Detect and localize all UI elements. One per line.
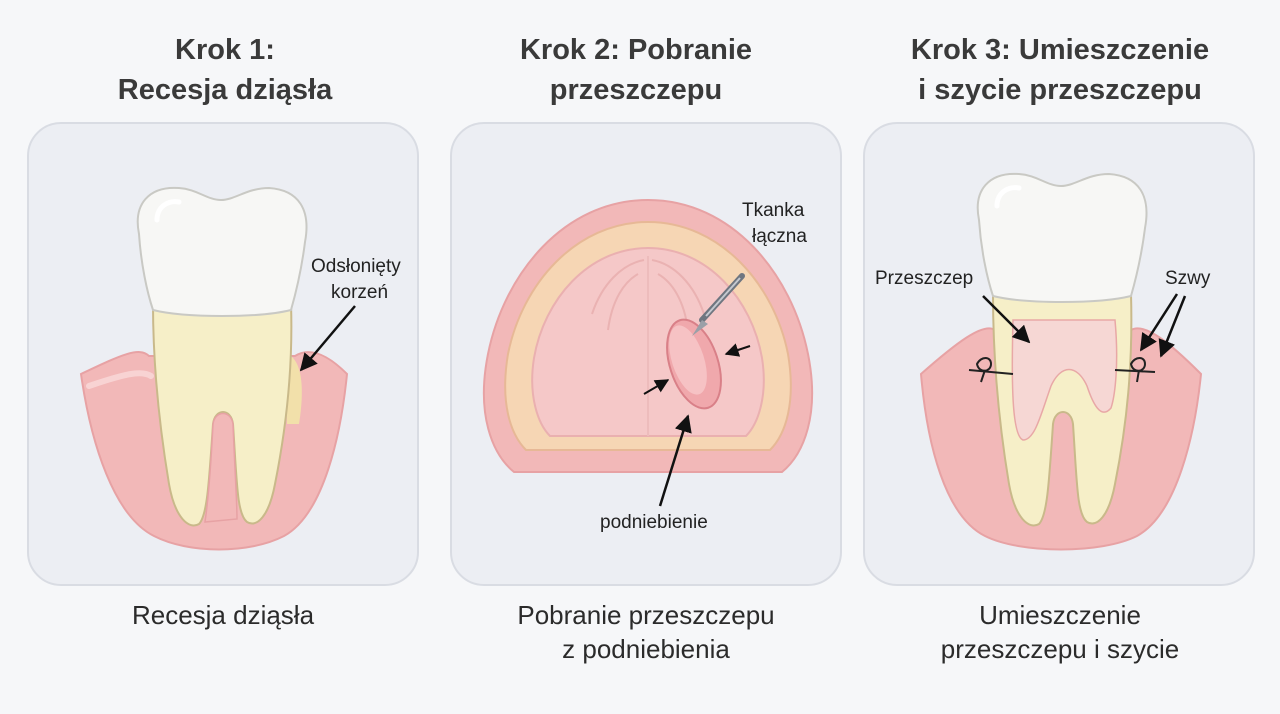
step-3-title: Krok 3: Umieszczenie i szycie przeszczep… (860, 30, 1260, 110)
tissue-label-line1: Tkanka (742, 200, 805, 221)
tooth-crown (976, 172, 1148, 303)
sutures-label: Szwy (1165, 268, 1211, 289)
step-1-panel: Odsłonięty korzeń (27, 122, 419, 586)
tooth-root (151, 303, 293, 527)
step-2-caption: Pobranie przeszczepu z podniebienia (436, 598, 856, 666)
palatal-rugae (591, 256, 705, 436)
step-3-panel: Przeszczep Szwy (863, 122, 1255, 586)
graft-arrow (982, 295, 1031, 344)
step-2-caption-line1: Pobranie przeszczepu (517, 600, 775, 630)
step-1-caption-line1: Recesja dziąsła (131, 600, 315, 630)
sutures-arrow-2 (1158, 295, 1187, 358)
suture-left (968, 357, 1014, 383)
exposed-root-label-line1: Odsłonięty (311, 256, 401, 277)
scalpel-icon (692, 273, 745, 336)
recession-illustration: Odsłonięty korzeń (79, 186, 401, 551)
step-2-title: Krok 2: Pobranie przeszczepu (436, 30, 836, 110)
step-2-title-line2: przeszczepu (549, 74, 723, 106)
step-1-title-line2: Recesja dziąsła (117, 74, 333, 106)
palate-arrow (658, 414, 692, 507)
sutures-arrow-1 (1139, 293, 1179, 352)
step-3-caption: Umieszczenie przeszczepu i szycie (850, 598, 1270, 666)
step-1-caption: Recesja dziąsła (13, 598, 433, 632)
step-2-caption-line2: z podniebienia (562, 634, 730, 664)
step-3-title-line2: i szycie przeszczepu (918, 74, 1202, 106)
tooth-crown (136, 186, 308, 317)
step-3-caption-line1: Umieszczenie (979, 600, 1141, 630)
tissue-label-line2: łączna (752, 226, 807, 247)
step-3-caption-line2: przeszczepu i szycie (940, 634, 1180, 664)
graft (1011, 319, 1118, 441)
step-3-title-line1: Krok 3: Umieszczenie (910, 34, 1210, 66)
step-1-title-line1: Krok 1: (175, 34, 275, 66)
suture-right (1114, 357, 1156, 383)
palate-harvest-illustration: Tkanka łączna podniebienie (482, 198, 814, 533)
graft-suture-illustration: Przeszczep Szwy (875, 172, 1211, 551)
palate-label: podniebienie (600, 512, 708, 533)
step-1-title: Krok 1: Recesja dziąsła (25, 30, 425, 110)
step-2-title-line1: Krok 2: Pobranie (519, 34, 753, 66)
exposed-root-arrow (299, 305, 356, 372)
exposed-root-label-line2: korzeń (331, 282, 388, 303)
graft-label: Przeszczep (875, 268, 973, 289)
step-2-panel: Tkanka łączna podniebienie (450, 122, 842, 586)
